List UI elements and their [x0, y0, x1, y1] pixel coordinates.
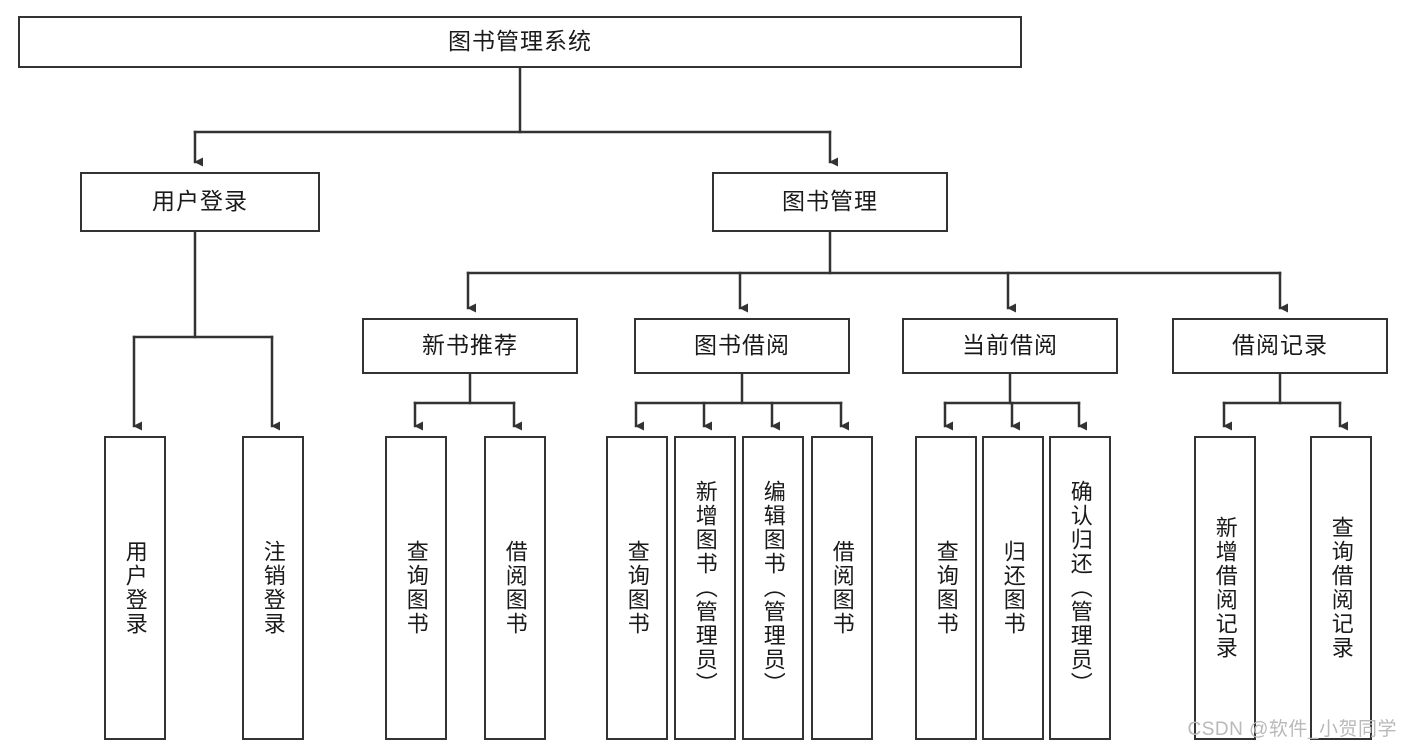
node-leaf-borrow-add-book-admin[interactable]: 新增图书（管理员） [674, 436, 736, 740]
node-leaf-new-book-borrow[interactable]: 借阅图书 [484, 436, 546, 740]
node-leaf-record-query-record[interactable]: 查询借阅记录 [1310, 436, 1372, 740]
node-new-book-recommend[interactable]: 新书推荐 [362, 318, 578, 374]
node-leaf-borrow-edit-book-admin[interactable]: 编辑图书（管理员） [742, 436, 804, 740]
node-user-login[interactable]: 用户登录 [80, 172, 320, 232]
node-book-borrow-label: 图书借阅 [694, 332, 790, 359]
leaf-label: 借阅图书 [829, 540, 855, 636]
node-borrow-record[interactable]: 借阅记录 [1172, 318, 1388, 374]
leaf-label: 新增借阅记录 [1212, 516, 1238, 660]
node-leaf-borrow-query-book[interactable]: 查询图书 [606, 436, 668, 740]
leaf-label: 归还图书 [1000, 540, 1026, 636]
node-leaf-borrow-borrow-book[interactable]: 借阅图书 [811, 436, 873, 740]
node-book-management[interactable]: 图书管理 [712, 172, 948, 232]
leaf-label: 确认归还（管理员） [1067, 480, 1093, 696]
node-leaf-current-query-book[interactable]: 查询图书 [915, 436, 977, 740]
node-book-borrow[interactable]: 图书借阅 [634, 318, 850, 374]
leaf-label: 查询图书 [624, 540, 650, 636]
node-current-borrow-label: 当前借阅 [962, 332, 1058, 359]
node-leaf-user-login-signout[interactable]: 注销登录 [242, 436, 304, 740]
node-leaf-current-confirm-return-admin[interactable]: 确认归还（管理员） [1049, 436, 1111, 740]
node-root-label: 图书管理系统 [448, 28, 592, 55]
node-leaf-record-add-record[interactable]: 新增借阅记录 [1194, 436, 1256, 740]
leaf-label: 查询图书 [933, 540, 959, 636]
node-borrow-record-label: 借阅记录 [1232, 332, 1328, 359]
node-book-management-label: 图书管理 [782, 188, 878, 215]
node-leaf-current-return-book[interactable]: 归还图书 [982, 436, 1044, 740]
node-root-library-system[interactable]: 图书管理系统 [18, 16, 1022, 68]
leaf-label: 注销登录 [260, 540, 286, 636]
node-leaf-user-login-signin[interactable]: 用户登录 [104, 436, 166, 740]
node-new-book-recommend-label: 新书推荐 [422, 332, 518, 359]
csdn-watermark: CSDN @软件_小贺同学 [1187, 719, 1397, 740]
leaf-label: 借阅图书 [502, 540, 528, 636]
leaf-label: 查询借阅记录 [1328, 516, 1354, 660]
node-leaf-new-book-query[interactable]: 查询图书 [385, 436, 447, 740]
node-user-login-label: 用户登录 [152, 188, 248, 215]
leaf-label: 用户登录 [122, 540, 148, 636]
leaf-label: 编辑图书（管理员） [760, 480, 786, 696]
node-current-borrow[interactable]: 当前借阅 [902, 318, 1118, 374]
leaf-label: 查询图书 [403, 540, 429, 636]
leaf-label: 新增图书（管理员） [692, 480, 718, 696]
